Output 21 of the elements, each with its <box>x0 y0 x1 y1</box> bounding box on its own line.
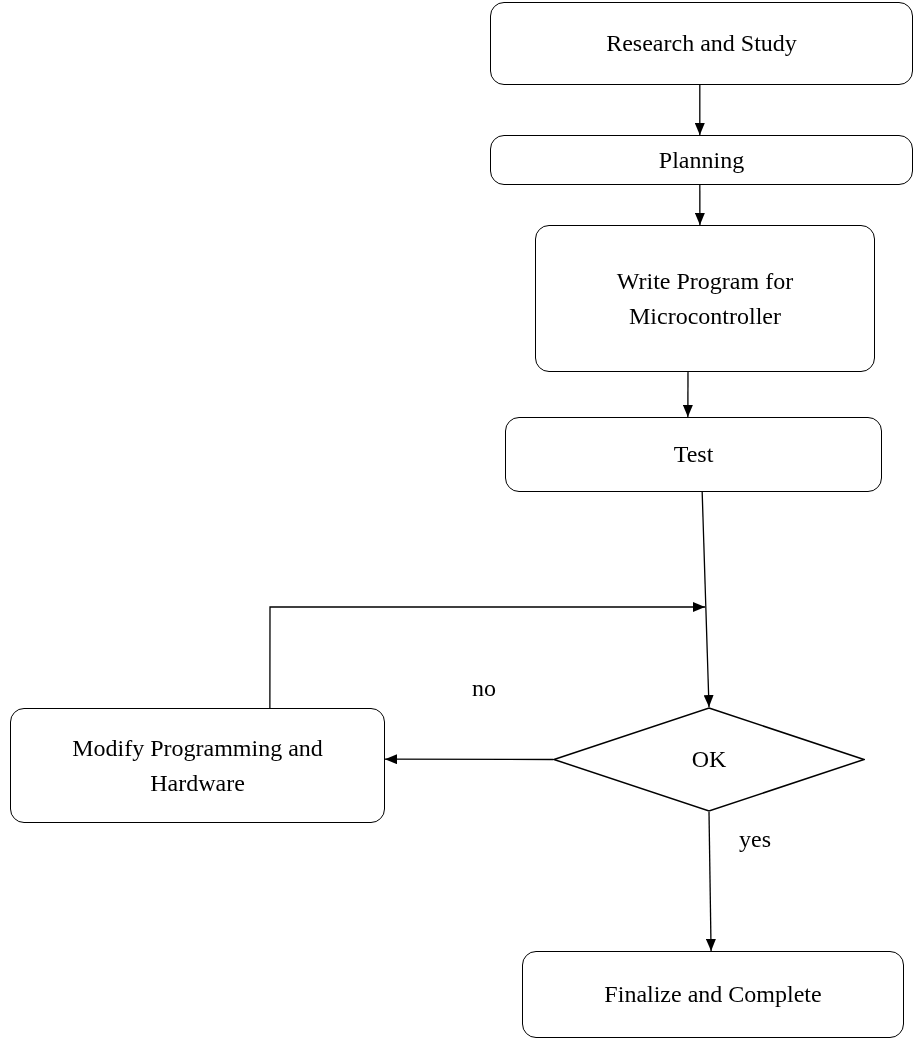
decision-diamond <box>553 707 865 812</box>
node-text: Planning <box>658 145 745 175</box>
arrow <box>694 84 705 136</box>
arrow <box>694 184 705 226</box>
node-text: Write Program for Microcontroller <box>615 266 795 331</box>
node-text: OK <box>691 745 727 775</box>
arrow <box>701 491 714 708</box>
arrow <box>384 754 554 765</box>
arrow <box>682 371 693 418</box>
node-text: Research and Study <box>606 29 797 59</box>
process-box <box>535 225 875 372</box>
node-text: Finalize and Complete <box>604 980 822 1010</box>
process-box <box>490 2 913 85</box>
process-box <box>522 951 904 1038</box>
arrow <box>705 811 716 952</box>
process-box <box>10 708 385 823</box>
process-box <box>490 135 913 185</box>
process-box <box>505 417 882 492</box>
arrow <box>269 602 706 709</box>
node-text: Test <box>673 440 714 470</box>
node-text: Modify Programming and Hardware <box>71 733 324 798</box>
